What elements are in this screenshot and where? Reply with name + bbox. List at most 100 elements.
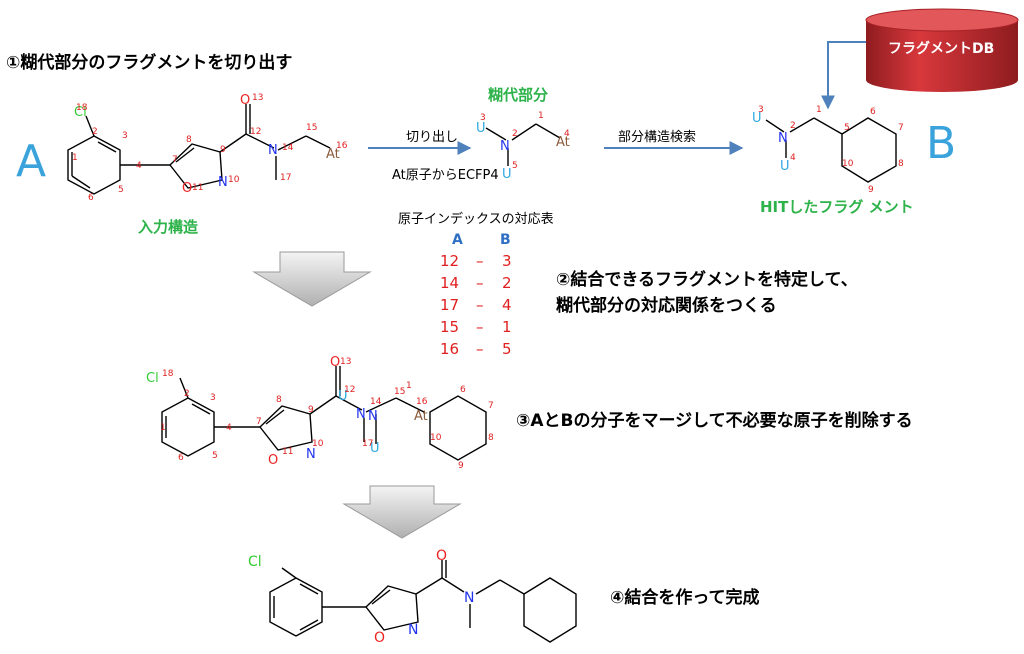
step4-heading: ④結合を作って完成 (610, 588, 760, 608)
atom-u: U (502, 167, 512, 182)
svg-text:16: 16 (336, 141, 348, 151)
atom-n: N (218, 175, 228, 190)
atom-n: N (408, 622, 418, 638)
svg-text:6: 6 (88, 193, 94, 203)
hit-fragment-label: HITしたフラグ メント (760, 198, 914, 216)
final-molecule (269, 560, 577, 643)
mapping-cell-b: 5 (502, 340, 512, 358)
svg-text:7: 7 (898, 123, 904, 133)
atom-n: N (268, 143, 278, 158)
atom-n: N (500, 139, 510, 154)
fragment-db-label: フラグメントDB (888, 41, 995, 57)
atom-u: U (370, 441, 380, 456)
svg-text:12: 12 (344, 385, 355, 395)
svg-text:3: 3 (210, 393, 216, 403)
svg-text:1: 1 (816, 105, 822, 115)
svg-text:1: 1 (160, 423, 166, 433)
mapping-title: 原子インデックスの対応表 (398, 212, 554, 227)
svg-text:2: 2 (92, 127, 98, 137)
svg-text:17: 17 (362, 439, 373, 449)
mapping-cell-a: 16 (440, 340, 460, 358)
atom-n: N (356, 407, 366, 422)
db-arrow (821, 41, 866, 110)
atom-u: U (780, 159, 790, 174)
svg-text:5: 5 (512, 161, 518, 171)
svg-text:18: 18 (162, 369, 174, 379)
svg-text:5: 5 (118, 185, 124, 195)
fragment-db-cylinder-icon (865, 8, 1019, 92)
mapping-cell-a: 17 (440, 296, 460, 314)
mapping-row: 17 – 4 (440, 296, 520, 318)
svg-text:1: 1 (72, 153, 78, 163)
atom-o: O (182, 181, 192, 196)
molecule-a (67, 104, 331, 195)
linker-indices: 321 45 (480, 111, 570, 171)
svg-text:18: 18 (76, 103, 88, 113)
svg-text:16: 16 (416, 397, 428, 407)
mapping-row: 16 – 5 (440, 340, 520, 362)
atom-u: U (476, 121, 486, 136)
molecule-a-atoms: Cl O N N O At (74, 93, 340, 196)
linker-part-label: 糊代部分 (488, 86, 549, 104)
step3-heading: ③AとBの分子をマージして不必要な原子を削除する (516, 411, 913, 431)
atom-at: At (556, 135, 570, 150)
atom-n: N (368, 409, 378, 424)
substructure-search-label: 部分構造検索 (618, 130, 697, 145)
svg-text:5: 5 (844, 123, 850, 133)
fragment-b-atoms: U N U (752, 111, 790, 174)
atom-o: O (268, 453, 278, 468)
svg-text:15: 15 (306, 123, 317, 133)
svg-text:14: 14 (282, 143, 294, 153)
svg-text:9: 9 (308, 405, 314, 415)
linker-fragment (485, 123, 561, 166)
mapping-head-b: B (500, 232, 511, 248)
atom-n: N (778, 131, 788, 146)
svg-text:8: 8 (276, 395, 282, 405)
svg-text:3: 3 (122, 131, 128, 141)
svg-text:2: 2 (184, 389, 190, 399)
svg-text:1: 1 (538, 111, 544, 121)
svg-text:2: 2 (790, 121, 796, 131)
svg-text:14: 14 (370, 397, 382, 407)
step1-heading: ①糊代部分のフラグメントを切り出す (6, 53, 293, 73)
svg-text:17: 17 (280, 173, 291, 183)
svg-text:4: 4 (136, 161, 142, 171)
step2-heading-line2: 糊代部分の対応関係をつくる (556, 296, 777, 316)
svg-text:8: 8 (488, 433, 494, 443)
atom-at: At (414, 409, 428, 424)
svg-text:10: 10 (430, 433, 442, 443)
final-atoms: Cl O N O N (248, 548, 474, 646)
mapping-cell-b: 4 (502, 296, 512, 314)
mapping-cell-dash: – (476, 252, 484, 270)
mapping-cell-dash: – (476, 274, 484, 292)
svg-text:9: 9 (458, 461, 464, 471)
svg-text:10: 10 (228, 175, 240, 185)
down-arrow-1 (252, 251, 372, 307)
atom-o: O (330, 355, 340, 370)
atom-o: O (436, 548, 447, 564)
mapping-head-a: A (452, 232, 463, 248)
mapping-cell-b: 3 (502, 252, 512, 270)
fragment-b (765, 117, 897, 183)
merged-atoms: Cl O U N N U N O At (146, 355, 428, 468)
cut-out-label: 切り出し (406, 130, 459, 145)
atom-o: O (240, 93, 250, 108)
svg-text:11: 11 (192, 183, 203, 193)
atom-n: N (306, 447, 316, 462)
svg-text:13: 13 (252, 93, 263, 103)
svg-text:7: 7 (488, 401, 494, 411)
label-letter-a: A (16, 136, 47, 187)
mapping-cell-dash: – (476, 296, 484, 314)
mapping-cell-dash: – (476, 318, 484, 336)
svg-text:5: 5 (212, 451, 218, 461)
svg-text:7: 7 (172, 155, 178, 165)
svg-text:10: 10 (312, 439, 324, 449)
svg-text:15: 15 (394, 387, 405, 397)
atom-u: U (338, 389, 348, 404)
svg-text:9: 9 (220, 145, 226, 155)
svg-text:6: 6 (460, 385, 466, 395)
